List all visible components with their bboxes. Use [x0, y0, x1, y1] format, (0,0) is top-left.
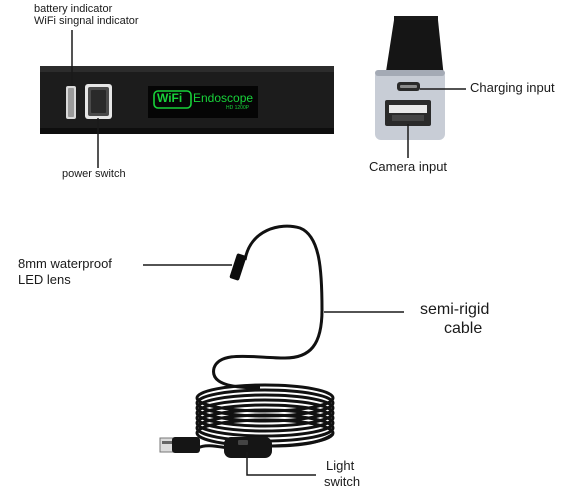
light-switch-module[interactable]	[224, 437, 272, 458]
wifi-box-side-view	[40, 66, 334, 134]
camera-input-label: Camera input	[369, 159, 448, 174]
lens-label-line2: LED lens	[18, 272, 71, 287]
light-switch-label-line2: switch	[324, 474, 361, 489]
light-switch-label-line1: Light	[326, 458, 355, 473]
battery-indicator-label: battery indicator	[34, 3, 113, 15]
charging-input-label: Charging input	[470, 80, 555, 95]
wifi-box-end-view	[375, 16, 445, 140]
lens-label-line1: 8mm waterproof	[18, 256, 112, 271]
screen-model: HD 1200P	[226, 105, 250, 111]
usb-plug	[159, 437, 200, 453]
wifi-badge-frame	[153, 90, 192, 109]
wifi-indicator-label: WiFi singnal indicator	[34, 15, 139, 27]
endoscope-cable	[195, 224, 335, 450]
screen-brand: Endoscope	[193, 91, 254, 105]
camera-head	[229, 253, 247, 281]
cable-label-line2: cable	[444, 320, 483, 337]
cable-label-line1: semi-rigid	[420, 301, 490, 318]
power-switch-label: power switch	[62, 168, 126, 180]
screen-wifi-badge: WiFi	[157, 91, 183, 105]
